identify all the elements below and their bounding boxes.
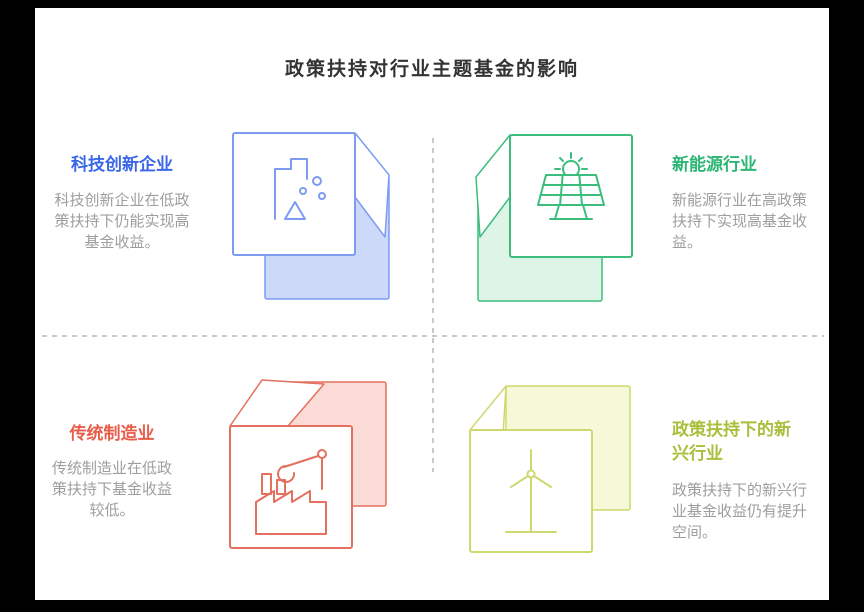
solar-panel-glyph (537, 152, 605, 220)
wind-turbine-icon (469, 385, 631, 553)
factory-glyph (255, 449, 327, 535)
quadrant-description: 传统制造业在低政策扶持下基金收益较低。 (51, 460, 172, 519)
quadrant-heading: 传统制造业 (69, 424, 155, 443)
building-icon (232, 132, 390, 300)
factory-crane-icon (229, 379, 387, 549)
building-glyph (274, 158, 326, 220)
page-title: 政策扶持对行业主题基金的影响 (284, 59, 579, 80)
infographic-canvas: 政策扶持对行业主题基金的影响 科技创新企业 科技创新企业在低政策扶持下仍能实现高… (35, 8, 829, 600)
quadrant-description: 新能源行业在高政策扶持下实现高基金收益。 (672, 192, 808, 251)
quadrant-description: 科技创新企业在低政策扶持下仍能实现高基金收益。 (54, 192, 190, 251)
quadrant-heading: 新能源行业 (672, 155, 757, 174)
quadrant-heading: 科技创新企业 (71, 155, 173, 174)
horizontal-dashed-divider (42, 335, 824, 337)
solar-panel-icon (475, 134, 633, 302)
wind-turbine-glyph (505, 449, 557, 533)
vertical-dashed-divider (432, 138, 434, 472)
quadrant-heading: 政策扶持下的新兴行业 (672, 420, 791, 463)
quadrant-description: 政策扶持下的新兴行业基金收益仍有提升空间。 (672, 482, 808, 541)
